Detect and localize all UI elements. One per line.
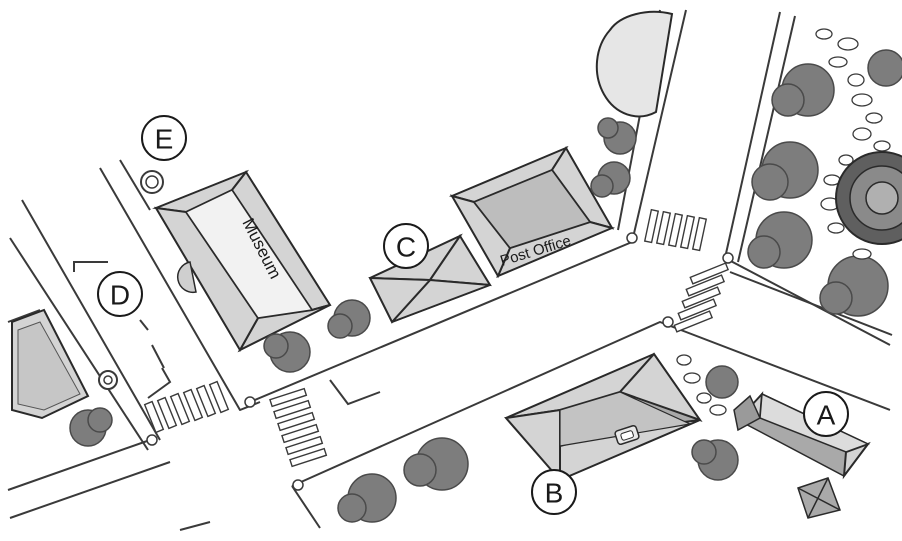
- tree: [771, 63, 835, 117]
- crosswalk-upper-right: [643, 208, 708, 252]
- tree: [819, 255, 889, 317]
- street-edge: [7, 439, 151, 491]
- tree: [705, 365, 739, 399]
- street-edge: [7, 309, 41, 323]
- park-stones: [676, 28, 891, 416]
- building-a: [733, 391, 871, 519]
- street-edge: [291, 321, 891, 487]
- crosswalk-center: [269, 387, 328, 468]
- street-edge: [9, 461, 171, 519]
- tree: [691, 439, 739, 481]
- marker-a: A: [803, 391, 849, 437]
- plaza-semicircle: [595, 10, 674, 118]
- streets: [7, 9, 893, 531]
- street-edge: [724, 11, 781, 259]
- building-b: [504, 352, 703, 483]
- marker-c-label: C: [396, 232, 416, 263]
- street-edge: [729, 271, 893, 336]
- marker-d-label: D: [110, 280, 130, 311]
- tree: [403, 437, 469, 491]
- museum-entrance: [177, 261, 197, 294]
- street-edge: [21, 199, 161, 441]
- tree: [327, 299, 371, 339]
- tree: [263, 331, 311, 373]
- crosswalk-left: [143, 380, 230, 434]
- marker-c: C: [383, 223, 429, 269]
- street-edge: [9, 237, 149, 451]
- park-fountain: [835, 151, 902, 245]
- tree: [747, 211, 813, 269]
- tree: [337, 473, 397, 523]
- tree: [69, 407, 113, 447]
- trees: [69, 49, 902, 523]
- building-far-left: [11, 308, 90, 420]
- marker-e: E: [141, 115, 187, 161]
- street-edge: [291, 485, 321, 529]
- tree: [597, 117, 637, 155]
- post-office-building: Post Office: [448, 145, 616, 279]
- street-edge: [179, 521, 211, 531]
- marker-d: D: [97, 271, 143, 317]
- parking-markings: [73, 261, 381, 406]
- tree: [590, 161, 631, 198]
- marker-a-label: A: [817, 400, 836, 431]
- marker-b: B: [531, 469, 577, 515]
- street-edge: [737, 15, 796, 263]
- tree: [751, 141, 819, 201]
- tree: [867, 49, 902, 87]
- marker-e-label: E: [155, 124, 174, 155]
- marker-b-label: B: [545, 478, 564, 509]
- crosswalk-right: [673, 262, 730, 333]
- museum-building: Museum: [152, 169, 332, 353]
- street-edge: [119, 159, 151, 211]
